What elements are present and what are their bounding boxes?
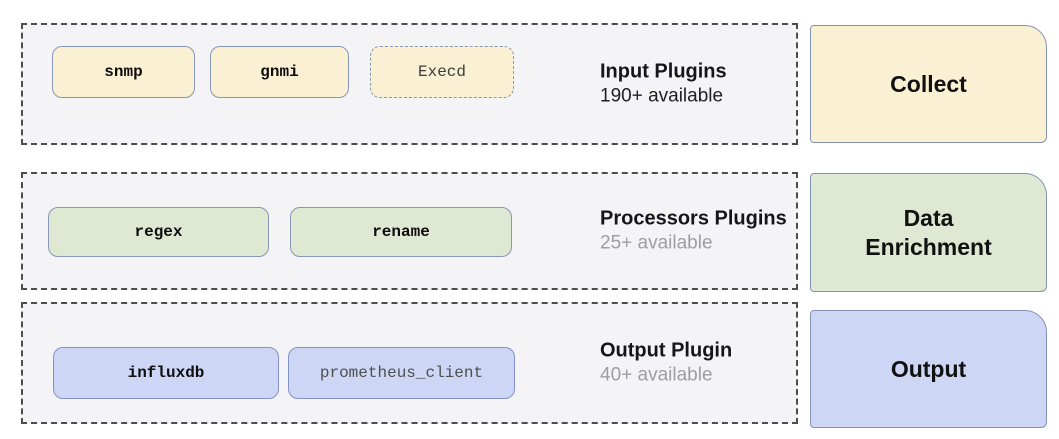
plugin-chip-prometheus-client: prometheus_client: [288, 347, 515, 399]
input-plugins-title: Input Plugins: [600, 60, 727, 83]
output-plugin-title: Output Plugin: [600, 339, 733, 362]
processors-plugins-availability: 25+ available: [600, 232, 713, 254]
plugin-chip-execd: Execd: [370, 46, 514, 98]
plugin-chip-influxdb: influxdb: [53, 347, 279, 399]
input-plugins-availability: 190+ available: [600, 85, 724, 107]
plugin-chip-snmp: snmp: [52, 46, 195, 98]
plugin-chip-rename: rename: [290, 207, 512, 257]
processors-plugins-title: Processors Plugins: [600, 207, 787, 230]
stage-data-enrichment: Data Enrichment: [810, 173, 1047, 292]
output-plugin-label: Output Plugin 40+ available: [600, 338, 796, 389]
lane-output-plugin: influxdb prometheus_client Output Plugin…: [21, 302, 798, 424]
lane-input-plugins: snmp gnmi Execd Input Plugins 190+ avail…: [21, 23, 798, 145]
output-plugin-availability: 40+ available: [600, 364, 713, 386]
plugin-chip-gnmi: gnmi: [210, 46, 349, 98]
processors-plugins-label: Processors Plugins 25+ available: [600, 206, 796, 257]
stage-output: Output: [810, 310, 1047, 428]
input-plugins-label: Input Plugins 190+ available: [600, 59, 796, 110]
lane-processors-plugins: regex rename Processors Plugins 25+ avai…: [21, 172, 798, 290]
plugin-chip-regex: regex: [48, 207, 269, 257]
stage-collect: Collect: [810, 25, 1047, 143]
